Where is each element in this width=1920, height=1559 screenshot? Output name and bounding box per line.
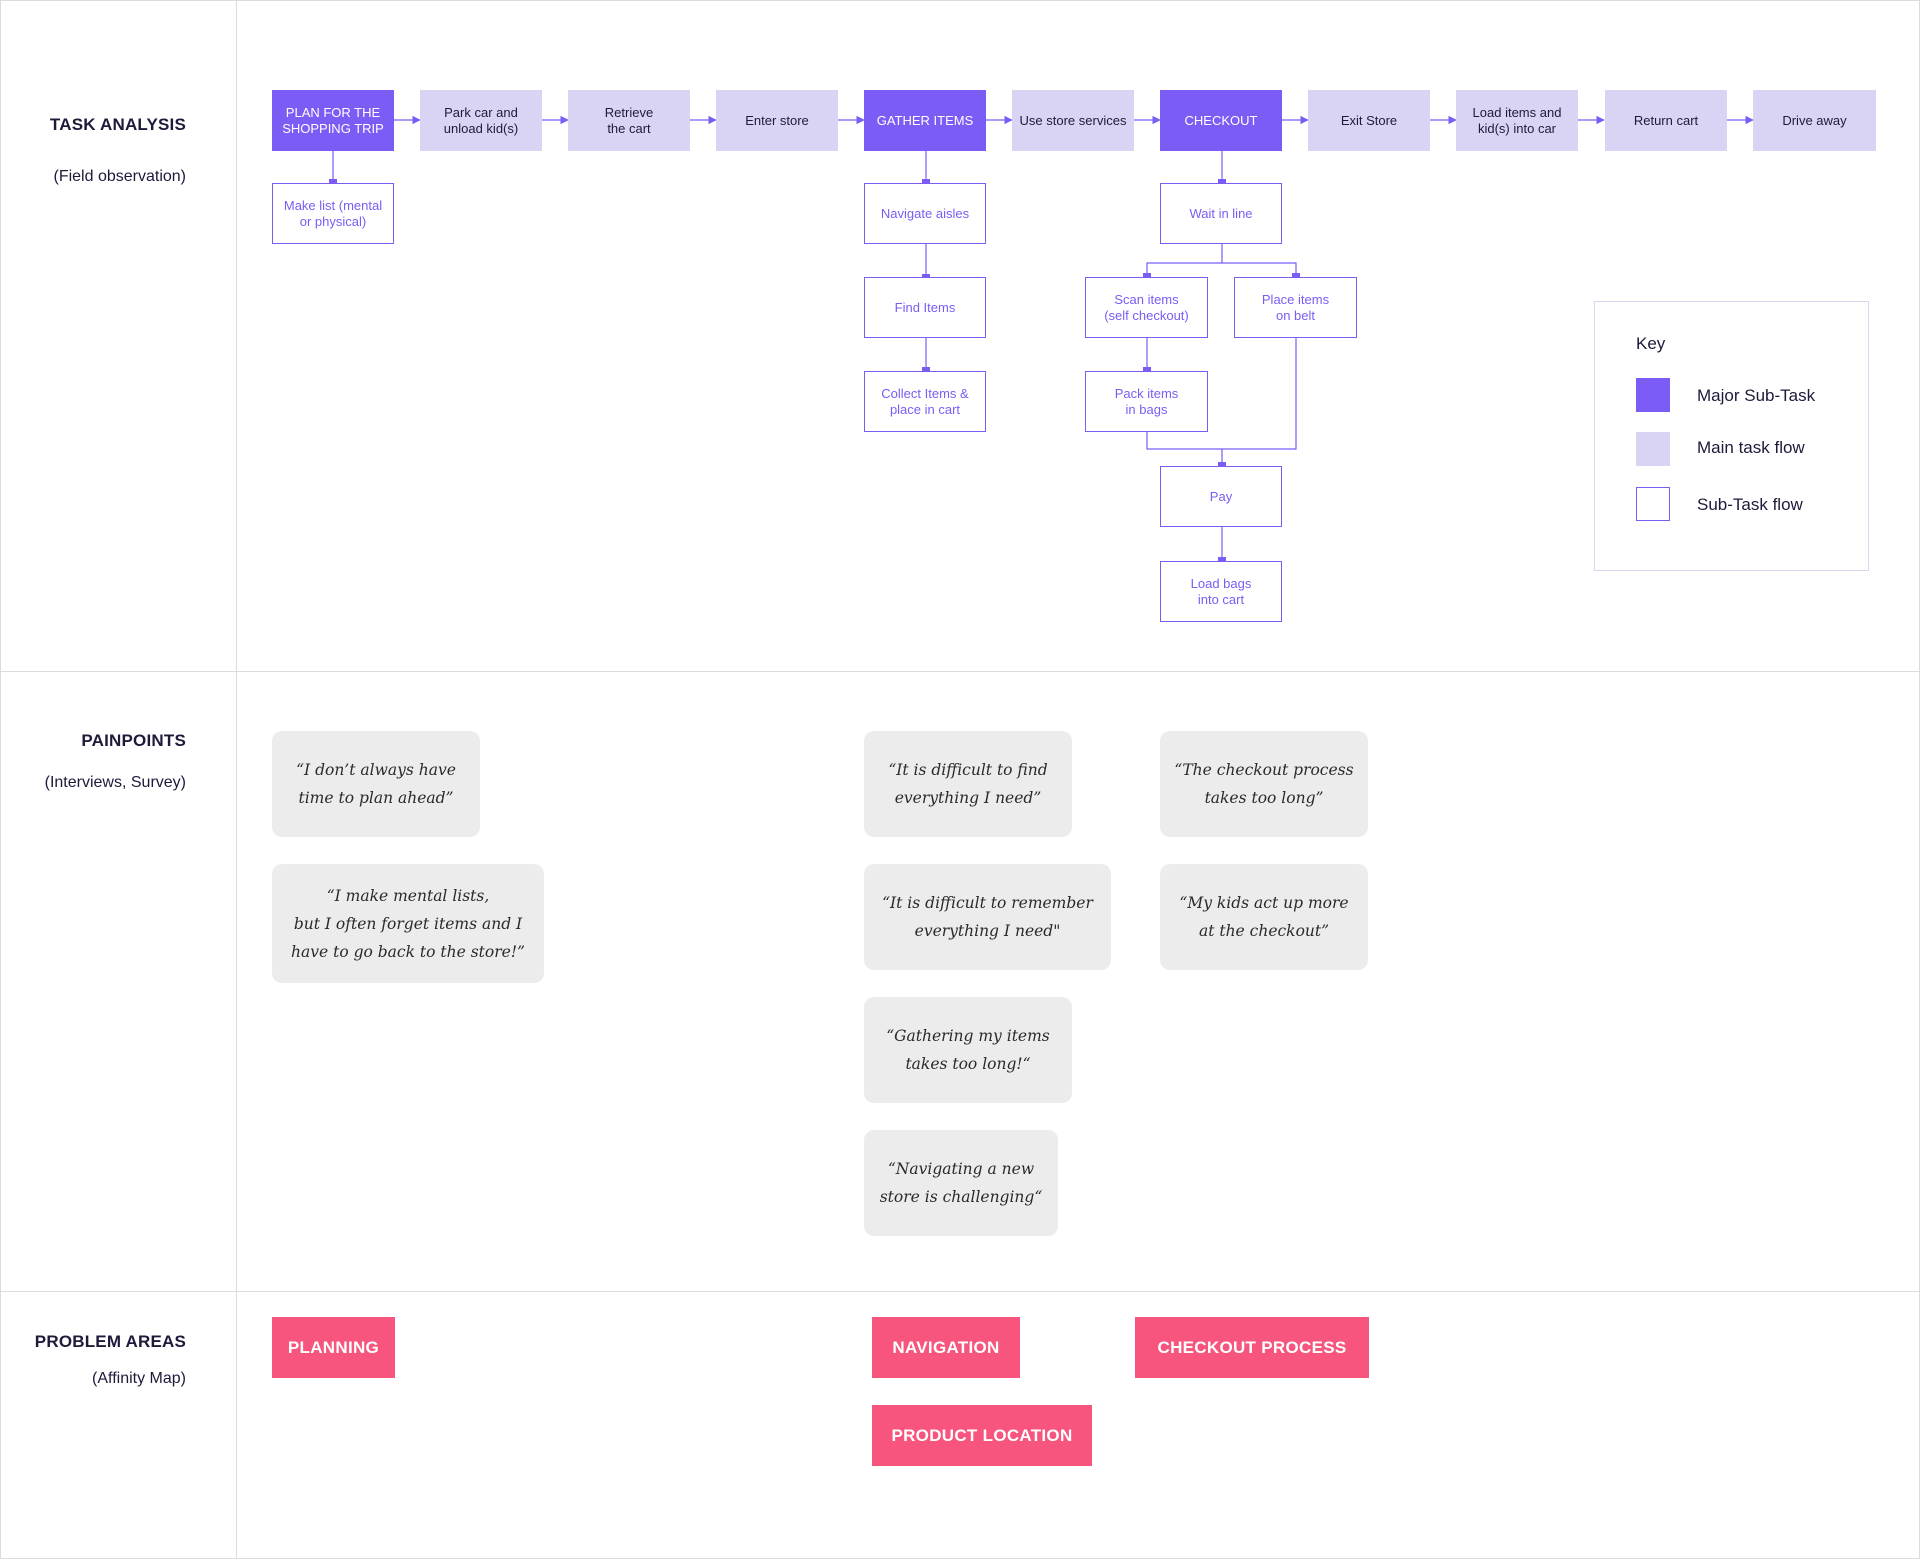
subtask-collect-items: Collect Items & place in cart [864,371,986,432]
subtask-pack-items: Pack items in bags [1085,371,1208,432]
task-analysis-subtitle: (Field observation) [53,168,187,185]
quote-checkout-too-long: “The checkout process takes too long” [1160,731,1368,837]
tag-navigation: NAVIGATION [872,1317,1020,1378]
quote-plan-ahead: “I don’t always have time to plan ahead” [272,731,480,837]
legend-swatch-main [1636,432,1670,466]
legend-swatch-major [1636,378,1670,412]
legend-swatch-sub [1636,487,1670,521]
step-use-store-services: Use store services [1012,90,1134,151]
subtask-pay: Pay [1160,466,1282,527]
subtask-load-bags: Load bags into cart [1160,561,1282,622]
step-gather-items: GATHER ITEMS [864,90,986,151]
painpoints-subtitle: (Interviews, Survey) [44,774,186,791]
legend-label-major: Major Sub-Task [1697,386,1816,405]
painpoints-title: PAINPOINTS [81,731,186,750]
subtask-navigate-aisles: Navigate aisles [864,183,986,244]
section-divider-1 [0,671,1920,672]
subtask-wait-in-line: Wait in line [1160,183,1282,244]
subtask-find-items: Find Items [864,277,986,338]
step-park-car: Park car and unload kid(s) [420,90,542,151]
subtask-place-items-on-belt: Place items on belt [1234,277,1357,338]
step-plan-for-the-shopping-trip: PLAN FOR THE SHOPPING TRIP [272,90,394,151]
frame-left-border [0,0,1,1559]
quote-difficult-to-find: “It is difficult to find everything I ne… [864,731,1072,837]
step-return-cart: Return cart [1605,90,1727,151]
section-divider-2 [0,1291,1920,1292]
quote-kids-act-up: “My kids act up more at the checkout” [1160,864,1368,970]
legend-label-sub: Sub-Task flow [1697,495,1803,514]
quote-difficult-to-remember: “It is difficult to remember everything … [864,864,1111,970]
legend-title: Key [1636,334,1666,353]
step-retrieve-cart: Retrieve the cart [568,90,690,151]
step-exit-store: Exit Store [1308,90,1430,151]
tag-planning: PLANNING [272,1317,395,1378]
subtask-scan-items: Scan items (self checkout) [1085,277,1208,338]
step-enter-store: Enter store [716,90,838,151]
quote-mental-lists: “I make mental lists, but I often forget… [272,864,544,983]
subtask-make-list: Make list (mental or physical) [272,183,394,244]
frame-top-border [0,0,1920,1]
quote-gathering-too-long: “Gathering my items takes too long!“ [864,997,1072,1103]
problem-areas-title: PROBLEM AREAS [34,1332,186,1351]
legend-key: Key Major Sub-Task Main task flow Sub-Ta… [1594,301,1869,571]
quote-navigating-new-store: “Navigating a new store is challenging“ [864,1130,1058,1236]
tag-checkout-process: CHECKOUT PROCESS [1135,1317,1369,1378]
legend-label-main: Main task flow [1697,438,1805,457]
tag-product-location: PRODUCT LOCATION [872,1405,1092,1466]
label-column-divider [236,0,237,1559]
step-drive-away: Drive away [1753,90,1876,151]
step-checkout: CHECKOUT [1160,90,1282,151]
task-analysis-title: TASK ANALYSIS [49,115,186,134]
step-load-items: Load items and kid(s) into car [1456,90,1578,151]
problem-areas-subtitle: (Affinity Map) [92,1370,186,1387]
